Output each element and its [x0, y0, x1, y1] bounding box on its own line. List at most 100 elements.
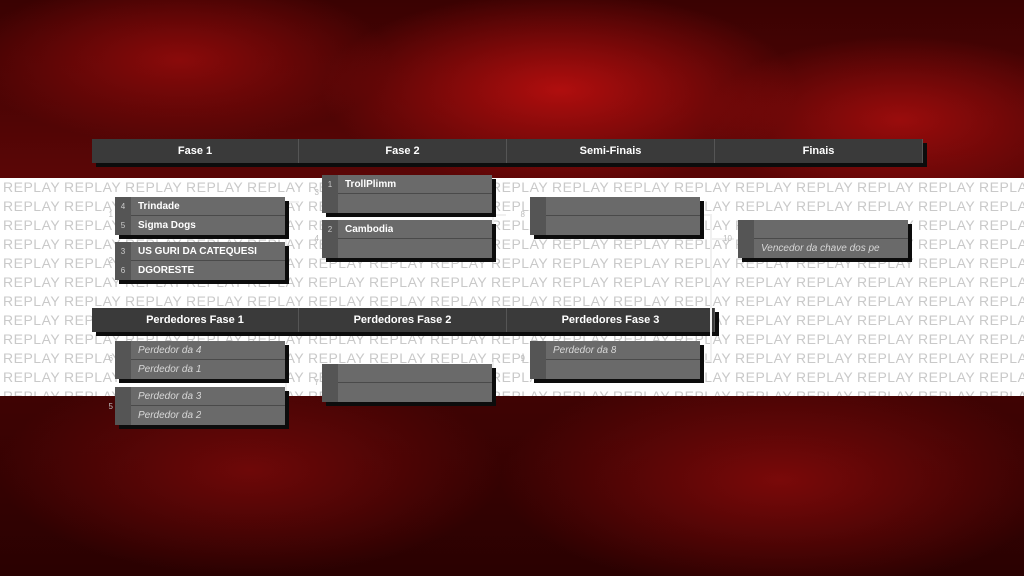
- seed: 6: [115, 261, 131, 280]
- match-slot[interactable]: [322, 383, 492, 402]
- seed: 3: [115, 241, 131, 261]
- watermark-text: REPLAY: [64, 388, 122, 396]
- match-8[interactable]: [530, 196, 700, 235]
- watermark-text: REPLAY: [857, 388, 915, 396]
- watermark-text: REPLAY: [918, 198, 976, 214]
- match-7[interactable]: [322, 363, 492, 402]
- watermark-text: REPLAY: [918, 217, 976, 233]
- watermark-text: REPLAY: [918, 312, 976, 328]
- team-name: Perdedor da 2: [138, 410, 202, 421]
- watermark-text: REPLAY: [979, 369, 1024, 385]
- seed: [530, 360, 546, 379]
- match-number: 6: [108, 354, 113, 363]
- match-6[interactable]: Perdedor da 4 Perdedor da 1: [115, 340, 285, 379]
- match-slot[interactable]: [322, 239, 492, 258]
- match-number: 1: [108, 210, 113, 219]
- watermark-text: REPLAY: [979, 179, 1024, 195]
- team-name: Perdedor da 4: [138, 344, 202, 356]
- match-slot[interactable]: Perdedor da 2: [115, 406, 285, 425]
- match-slot[interactable]: [530, 196, 700, 216]
- match-slot[interactable]: [738, 219, 908, 239]
- match-slot[interactable]: Perdedor da 8: [530, 340, 700, 360]
- match-slot[interactable]: Perdedor da 3: [115, 386, 285, 406]
- watermark-text: REPLAY: [613, 388, 671, 396]
- watermark-text: REPLAY: [491, 179, 549, 195]
- watermark-text: REPLAY: [979, 331, 1024, 347]
- connector-line: [712, 238, 734, 240]
- watermark-text: REPLAY: [491, 236, 549, 252]
- header-fase-2: Fase 2: [299, 139, 507, 163]
- watermark-text: REPLAY: [796, 350, 854, 366]
- connector-line: [285, 215, 287, 261]
- match-10[interactable]: Vencedor da chave dos pe: [738, 219, 908, 258]
- watermark-text: REPLAY: [369, 331, 427, 347]
- connector-line: [492, 196, 494, 238]
- watermark-text: REPLAY: [979, 236, 1024, 252]
- watermark-text: REPLAY: [308, 331, 366, 347]
- match-slot[interactable]: Perdedor da 4: [115, 340, 285, 360]
- watermark-text: REPLAY: [3, 179, 61, 195]
- match-slot[interactable]: [322, 363, 492, 383]
- watermark-text: REPLAY: [674, 255, 732, 271]
- watermark-text: REPLAY: [369, 255, 427, 271]
- watermark-text: REPLAY: [369, 274, 427, 290]
- watermark-text: REPLAY: [491, 293, 549, 309]
- watermark-text: REPLAY: [979, 274, 1024, 290]
- header-perdedores-fase-3: Perdedores Fase 3: [507, 308, 715, 332]
- watermark-text: REPLAY: [430, 331, 488, 347]
- watermark-text: REPLAY: [552, 274, 610, 290]
- watermark-text: REPLAY: [796, 255, 854, 271]
- watermark-text: REPLAY: [796, 198, 854, 214]
- match-slot[interactable]: [322, 194, 492, 213]
- watermark-text: REPLAY: [3, 293, 61, 309]
- seed: 1: [322, 174, 338, 194]
- seed: [115, 360, 131, 379]
- seed: [738, 239, 754, 258]
- team-name: Sigma Dogs: [138, 220, 196, 231]
- match-slot[interactable]: [530, 360, 700, 379]
- watermark-text: REPLAY: [64, 274, 122, 290]
- watermark-text: REPLAY: [918, 179, 976, 195]
- watermark-text: REPLAY: [979, 350, 1024, 366]
- watermark-text: REPLAY: [979, 293, 1024, 309]
- watermark-text: REPLAY: [552, 388, 610, 396]
- watermark-text: REPLAY: [735, 388, 793, 396]
- watermark-text: REPLAY: [918, 350, 976, 366]
- match-slot[interactable]: Vencedor da chave dos pe: [738, 239, 908, 258]
- watermark-text: REPLAY: [979, 255, 1024, 271]
- seed: 4: [115, 196, 131, 216]
- watermark-text: REPLAY: [857, 331, 915, 347]
- header-semi-finais: Semi-Finais: [507, 139, 715, 163]
- watermark-text: REPLAY: [613, 179, 671, 195]
- match-slot[interactable]: [530, 216, 700, 235]
- seed: [322, 194, 338, 213]
- match-5[interactable]: Perdedor da 3 Perdedor da 2: [115, 386, 285, 425]
- match-9[interactable]: Perdedor da 8: [530, 340, 700, 379]
- watermark-text: REPLAY: [430, 293, 488, 309]
- watermark-text: REPLAY: [64, 350, 122, 366]
- watermark-text: REPLAY: [918, 274, 976, 290]
- watermark-text: REPLAY: [796, 179, 854, 195]
- header-perdedores-fase-2: Perdedores Fase 2: [299, 308, 507, 332]
- watermark-text: REPLAY: [552, 179, 610, 195]
- watermark-text: REPLAY: [857, 198, 915, 214]
- match-number: 7: [314, 378, 319, 387]
- connector-line: [494, 214, 506, 216]
- match-slot[interactable]: Perdedor da 1: [115, 360, 285, 379]
- watermark-text: REPLAY: [3, 217, 61, 233]
- watermark-text: REPLAY: [430, 255, 488, 271]
- team-name: Cambodia: [345, 223, 394, 235]
- watermark-text: REPLAY: [735, 255, 793, 271]
- match-number: 5: [108, 402, 113, 411]
